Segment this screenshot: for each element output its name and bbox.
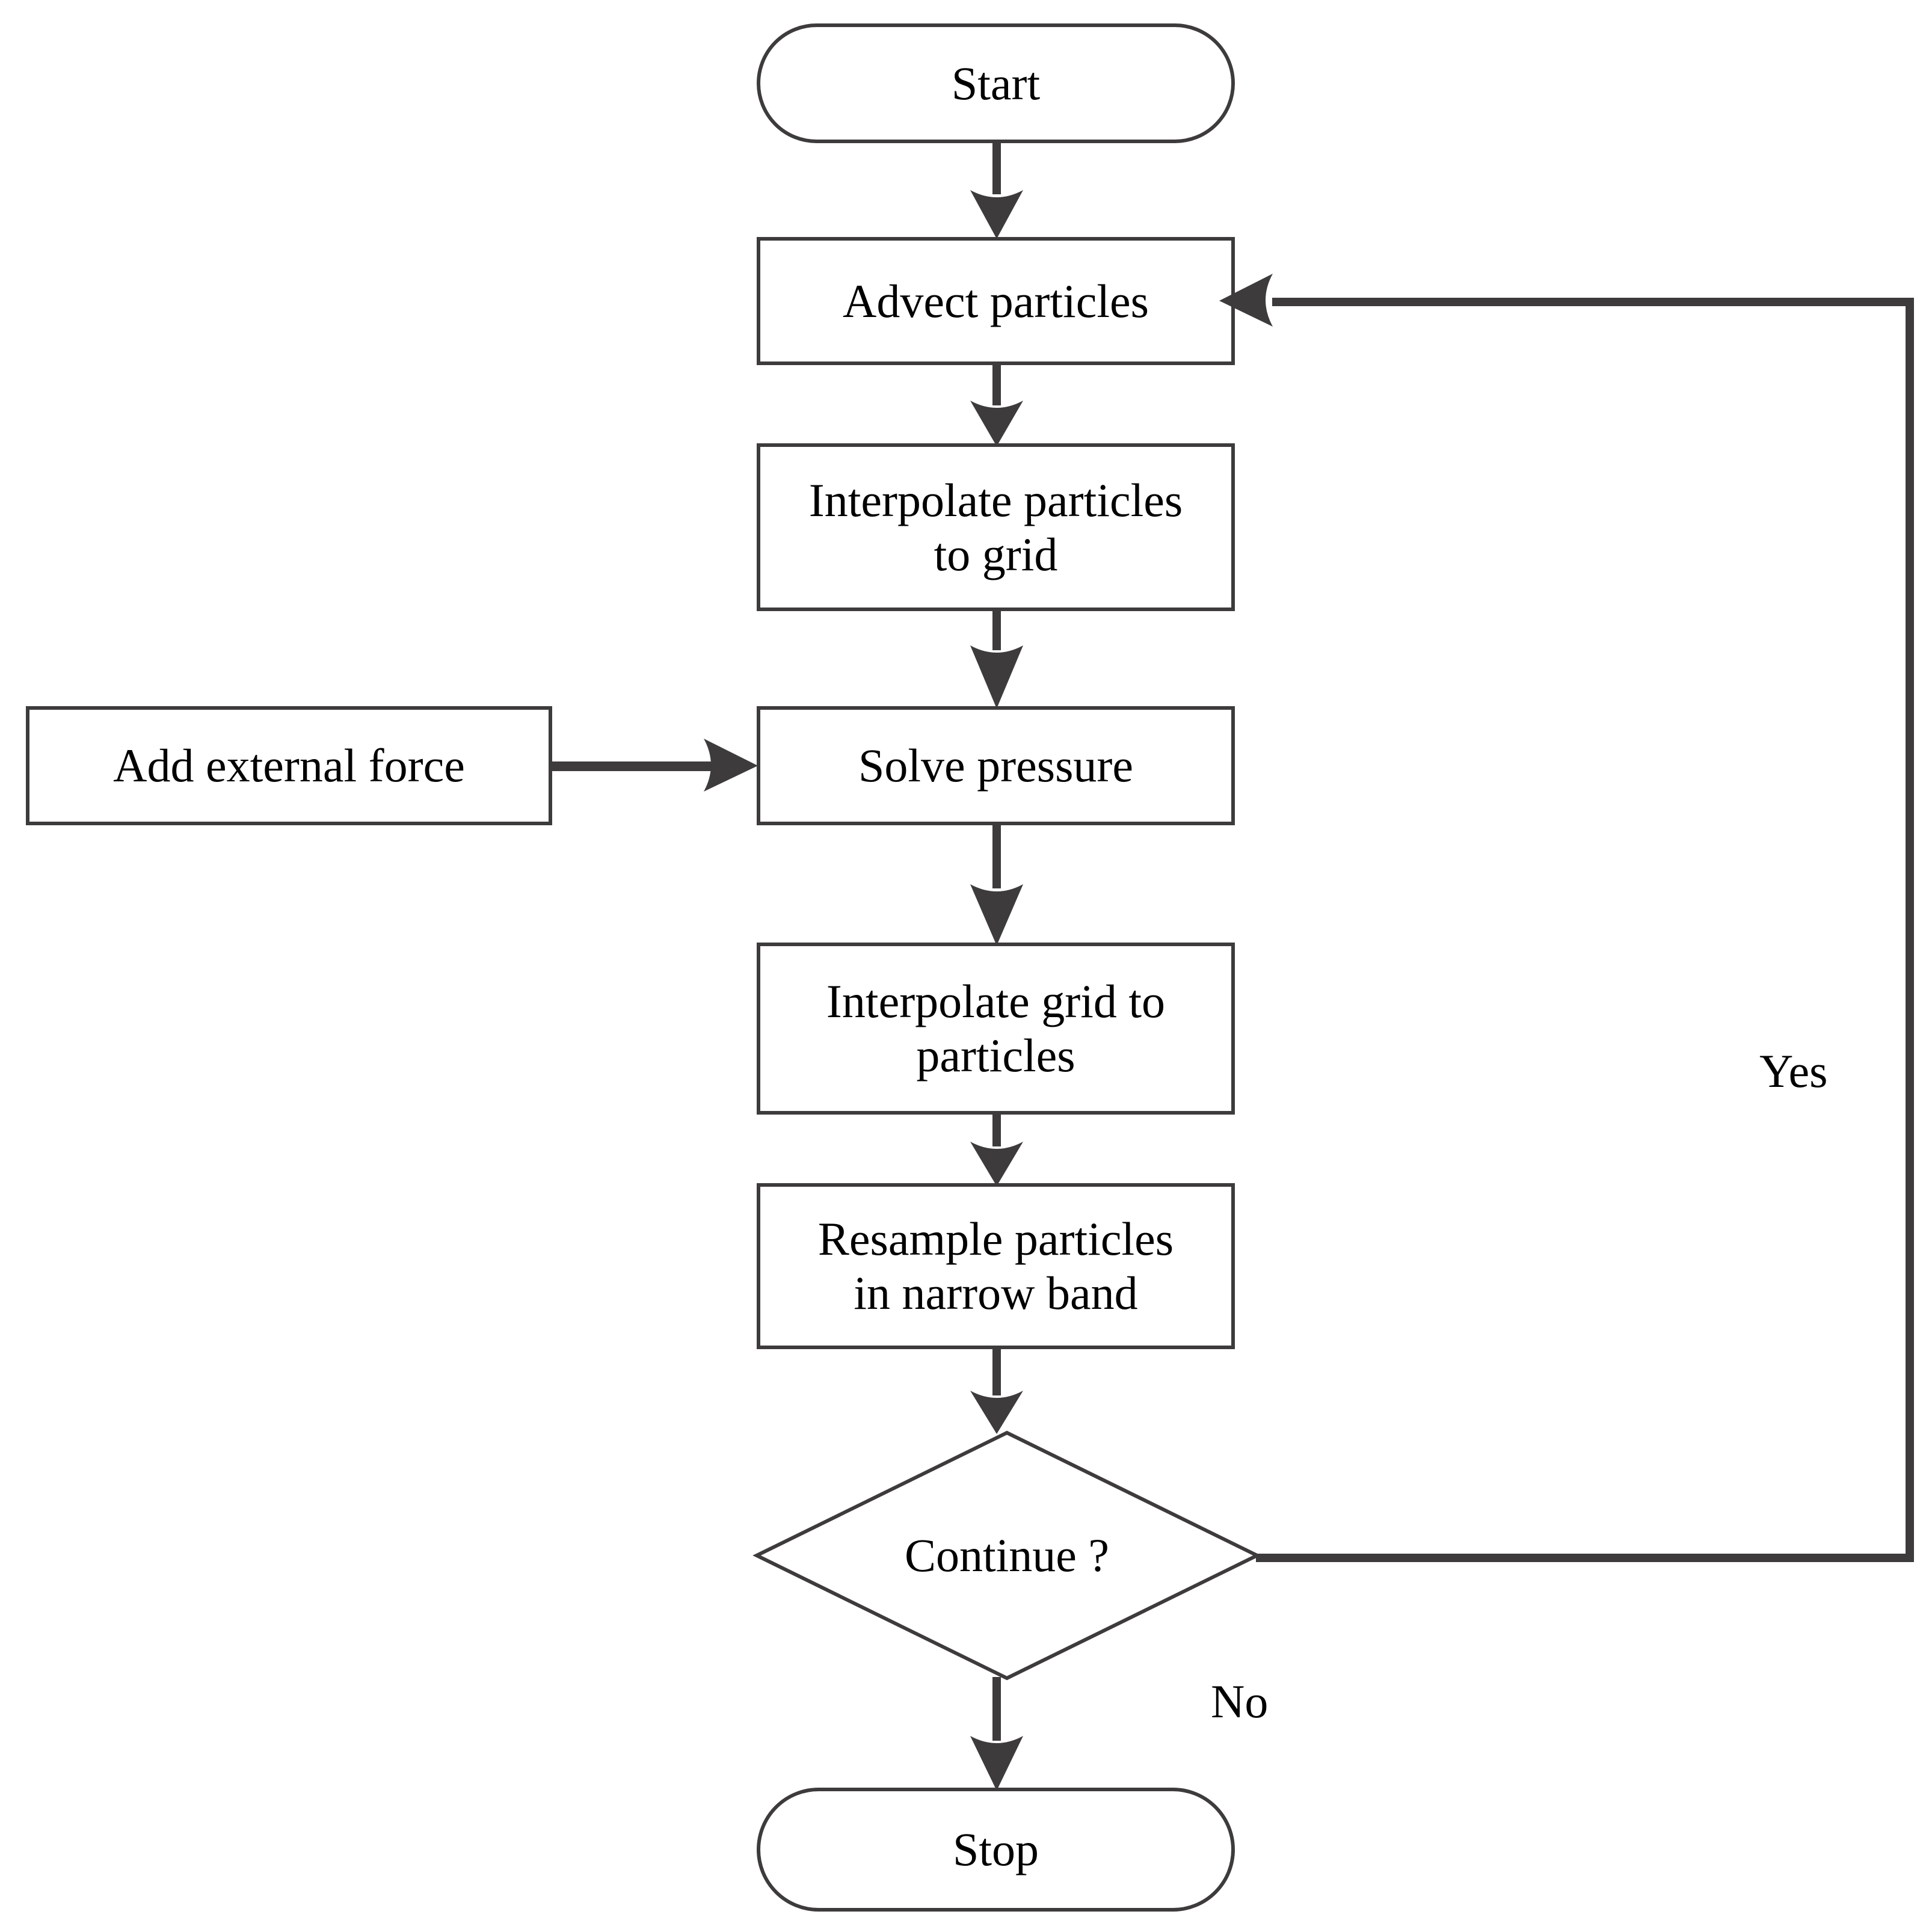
edge-start-to-advect [970,140,1023,239]
edge-advect-to-interp-p2g [970,362,1023,446]
edge-continue-yes-to-advect [1219,274,1914,1562]
edge-label-no: No [1211,1675,1269,1727]
node-interp-g2p-shape[interactable] [757,943,1235,1115]
node-continue-shape[interactable] [752,1430,1261,1681]
node-start-shape[interactable] [757,23,1235,143]
edge-add-force-to-solve [549,739,758,792]
node-stop-shape[interactable] [757,1788,1235,1912]
edge-solve-to-interp-g2p [970,822,1023,946]
node-interp-p2g-shape[interactable] [757,443,1235,611]
edge-interp-p2g-to-solve [970,608,1023,709]
node-advect-shape[interactable] [757,237,1235,365]
node-solve-pressure-shape[interactable] [757,706,1235,825]
edge-label-yes: Yes [1759,1045,1828,1097]
node-add-force-shape[interactable] [26,706,552,825]
edge-interp-g2p-to-resample [970,1112,1023,1186]
edge-continue-no-to-stop [970,1677,1023,1791]
node-resample-shape[interactable] [757,1183,1235,1349]
edge-resample-to-continue [970,1346,1023,1434]
